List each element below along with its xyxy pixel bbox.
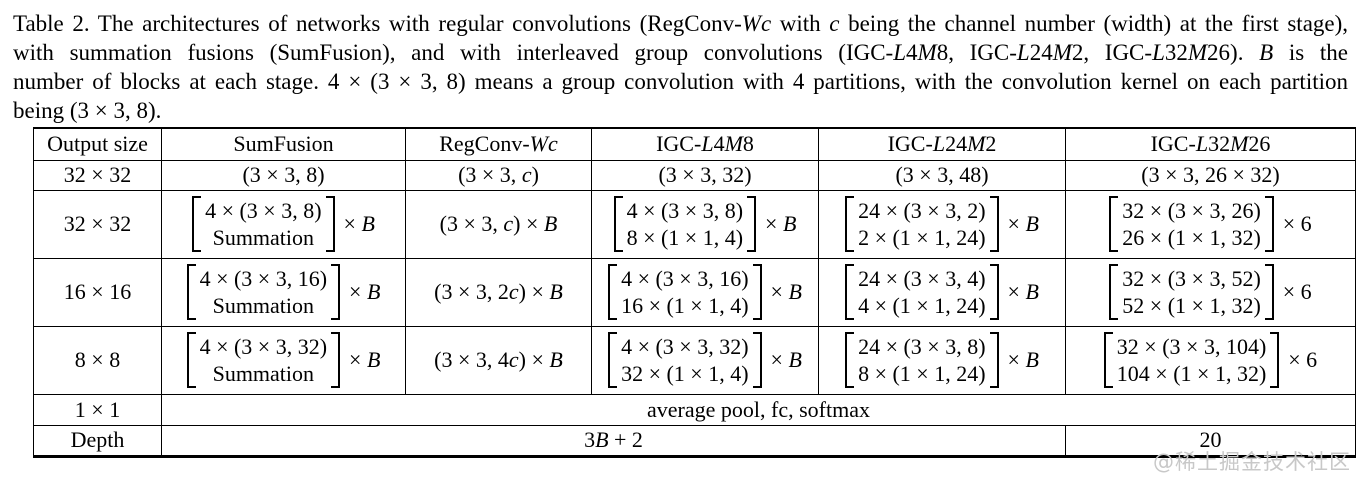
cell-stage1-igc-l32m26: (3 × 3, 26 × 32) xyxy=(1065,159,1356,191)
bracket-left xyxy=(186,264,196,320)
cell-stage4-sumfusion: 4 × (3 × 3, 32)Summation× B xyxy=(161,325,406,395)
bracket-left xyxy=(608,264,618,320)
header-regconv: RegConv-Wc xyxy=(405,127,592,161)
table-row-stage1: 32 × 32 (3 × 3, 8) (3 × 3, c) (3 × 3, 32… xyxy=(33,159,1356,191)
cell-stage3-igc-l32m26: 32 × (3 × 3, 52)52 × (1 × 1, 32)× 6 xyxy=(1065,257,1356,327)
table-row-header: Output size SumFusion RegConv-Wc IGC-L4M… xyxy=(33,127,1356,161)
header-igc-l4m8: IGC-L4M8 xyxy=(591,127,819,161)
table-row-stage3: 16 × 16 4 × (3 × 3, 16)Summation× B (3 ×… xyxy=(33,257,1356,327)
bracket-right xyxy=(752,332,762,388)
bracket-left xyxy=(845,264,855,320)
cell-stage4-igc-l4m8: 4 × (3 × 3, 32)32 × (1 × 1, 4)× B xyxy=(591,325,819,395)
cell-stage2-igc-l24m2: 24 × (3 × 3, 2)2 × (1 × 1, 24)× B xyxy=(818,189,1066,259)
bracket-left xyxy=(1109,196,1119,252)
bracket-right xyxy=(752,264,762,320)
bracket-right xyxy=(1270,332,1280,388)
caption-line-4: being (3 × 3, 8). xyxy=(13,98,162,123)
cell-stage4-regconv: (3 × 3, 4c) × B xyxy=(405,325,592,395)
architectures-table: Output size SumFusion RegConv-Wc IGC-L4M… xyxy=(33,127,1356,458)
bracket-left xyxy=(186,332,196,388)
bracket-left xyxy=(1109,264,1119,320)
bracket-left xyxy=(1103,332,1113,388)
table-row-stage4: 8 × 8 4 × (3 × 3, 32)Summation× B (3 × 3… xyxy=(33,325,1356,395)
cell-stage4-igc-l24m2: 24 × (3 × 3, 8)8 × (1 × 1, 24)× B xyxy=(818,325,1066,395)
table-row-stage2: 32 × 32 4 × (3 × 3, 8)Summation× B (3 × … xyxy=(33,189,1356,259)
bracket-right xyxy=(989,196,999,252)
header-igc-l32m26: IGC-L32M26 xyxy=(1065,127,1356,161)
bracket-right xyxy=(325,196,335,252)
cell-stage1-igc-l4m8: (3 × 3, 32) xyxy=(591,159,819,191)
site-watermark: @稀土掘金技术社区 xyxy=(1153,450,1351,474)
cell-stage2-igc-l4m8: 4 × (3 × 3, 8)8 × (1 × 1, 4)× B xyxy=(591,189,819,259)
caption-line-1: Table 2. The architectures of networks w… xyxy=(13,11,1349,36)
cell-stage4-igc-l32m26: 32 × (3 × 3, 104)104 × (1 × 1, 32)× 6 xyxy=(1065,325,1356,395)
bracket-right xyxy=(331,332,341,388)
cell-depth-label: Depth xyxy=(33,424,162,457)
bracket-right xyxy=(1264,264,1274,320)
cell-stage2-regconv: (3 × 3, c) × B xyxy=(405,189,592,259)
table-row-pool: 1 × 1 average pool, fc, softmax xyxy=(33,393,1356,426)
cell-depth-shared: 3B + 2 xyxy=(161,424,1066,457)
cell-stage2-output-size: 32 × 32 xyxy=(33,189,162,259)
bracket-right xyxy=(1264,196,1274,252)
cell-stage2-igc-l32m26: 32 × (3 × 3, 26)26 × (1 × 1, 32)× 6 xyxy=(1065,189,1356,259)
cell-stage3-igc-l24m2: 24 × (3 × 3, 4)4 × (1 × 1, 24)× B xyxy=(818,257,1066,327)
cell-stage1-output-size: 32 × 32 xyxy=(33,159,162,191)
bracket-right xyxy=(989,332,999,388)
cell-stage1-igc-l24m2: (3 × 3, 48) xyxy=(818,159,1066,191)
bracket-left xyxy=(845,196,855,252)
caption-line-3: number of blocks at each stage. 4 × (3 ×… xyxy=(13,69,1348,94)
bracket-left xyxy=(608,332,618,388)
bracket-right xyxy=(331,264,341,320)
cell-pool-value: average pool, fc, softmax xyxy=(161,393,1356,426)
bracket-right xyxy=(989,264,999,320)
bracket-left xyxy=(192,196,202,252)
cell-depth-igc-l32m26: 20 xyxy=(1065,424,1356,457)
cell-stage1-sumfusion: (3 × 3, 8) xyxy=(161,159,406,191)
bracket-left xyxy=(845,332,855,388)
cell-stage3-igc-l4m8: 4 × (3 × 3, 16)16 × (1 × 1, 4)× B xyxy=(591,257,819,327)
table-caption: Table 2. The architectures of networks w… xyxy=(0,0,1362,125)
header-sumfusion: SumFusion xyxy=(161,127,406,161)
cell-pool-output-size: 1 × 1 xyxy=(33,393,162,426)
bracket-left xyxy=(613,196,623,252)
cell-stage3-sumfusion: 4 × (3 × 3, 16)Summation× B xyxy=(161,257,406,327)
table-row-depth: Depth 3B + 2 20 xyxy=(33,424,1356,457)
header-igc-l24m2: IGC-L24M2 xyxy=(818,127,1066,161)
cell-stage4-output-size: 8 × 8 xyxy=(33,325,162,395)
cell-stage3-output-size: 16 × 16 xyxy=(33,257,162,327)
cell-stage3-regconv: (3 × 3, 2c) × B xyxy=(405,257,592,327)
cell-stage2-sumfusion: 4 × (3 × 3, 8)Summation× B xyxy=(161,189,406,259)
header-output-size: Output size xyxy=(33,127,162,161)
caption-line-2: with summation fusions (SumFusion), and … xyxy=(13,40,1348,65)
bracket-right xyxy=(747,196,757,252)
cell-stage1-regconv: (3 × 3, c) xyxy=(405,159,592,191)
